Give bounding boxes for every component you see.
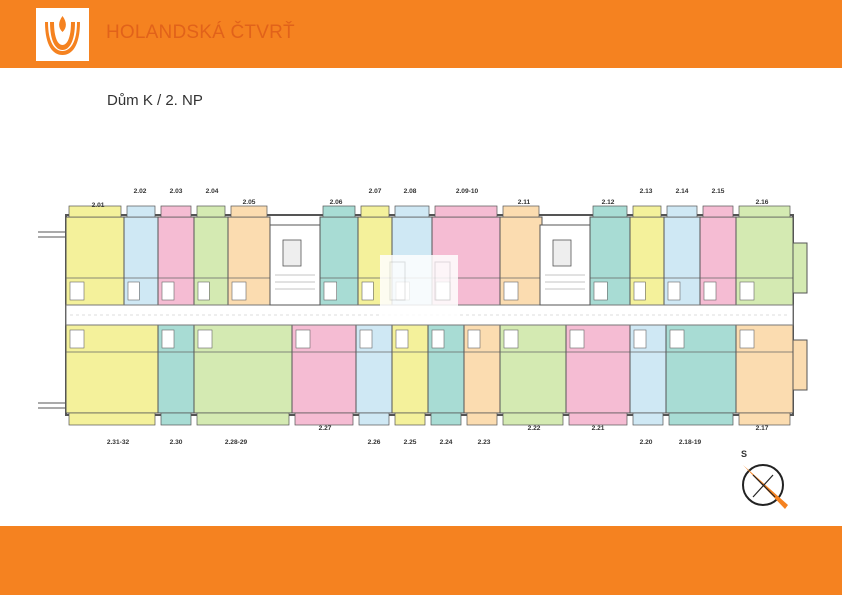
unit-top: [123, 205, 159, 306]
unit-label: 2.06: [330, 199, 343, 206]
unit-label: 2.12: [602, 199, 615, 206]
unit-top: [663, 205, 701, 306]
unit-top: [227, 205, 271, 306]
unit-label: 2.04: [206, 188, 219, 195]
unit-label: 2.25: [404, 439, 417, 446]
unit-bottom: [291, 324, 357, 426]
unit-bottom: [665, 324, 737, 426]
unit-label: 2.02: [134, 188, 147, 195]
unit-top: [589, 205, 631, 306]
unit-top: [735, 205, 794, 306]
stair-core-right: [539, 224, 591, 306]
unit-top: [157, 205, 195, 306]
unit-label: 2.15: [712, 188, 725, 195]
bottom-units: [65, 324, 808, 426]
unit-label: 2.08: [404, 188, 417, 195]
unit-top: [629, 205, 665, 306]
unit-label: 2.11: [518, 199, 531, 206]
unit-label: 2.21: [592, 425, 605, 432]
unit-label: 2.09-10: [456, 188, 479, 195]
unit-bottom: [391, 324, 429, 426]
unit-bottom: [463, 324, 501, 426]
unit-top: [319, 205, 359, 306]
compass-icon: S: [735, 447, 795, 512]
balcony: [792, 339, 808, 391]
unit-top: [193, 205, 229, 306]
unit-label: 2.28-29: [225, 439, 248, 446]
unit-label: 2.27: [319, 425, 332, 432]
unit-bottom: [355, 324, 393, 426]
unit-label: 2.26: [368, 439, 381, 446]
balcony: [792, 242, 808, 294]
unit-label: 2.14: [676, 188, 689, 195]
unit-label: 2.18-19: [679, 439, 702, 446]
stair-core-left: [269, 224, 321, 306]
page-title: Dům K / 2. NP: [107, 92, 203, 109]
unit-bottom: [499, 324, 567, 426]
unit-bottom: [735, 324, 794, 426]
unit-label: 2.13: [640, 188, 653, 195]
unit-bottom: [65, 324, 159, 426]
unit-label: 2.31-32: [107, 439, 130, 446]
unit-label: 2.03: [170, 188, 183, 195]
unit-bottom: [565, 324, 631, 426]
unit-label: 2.20: [640, 439, 653, 446]
unit-label: 2.01: [92, 202, 105, 209]
header-bar: [0, 0, 842, 68]
unit-bottom: [193, 324, 293, 426]
unit-label: 2.16: [756, 199, 769, 206]
unit-bottom: [157, 324, 195, 426]
unit-label: 2.05: [243, 199, 256, 206]
unit-label: 2.22: [528, 425, 541, 432]
unit-bottom: [629, 324, 667, 426]
footer-bar: [0, 526, 842, 595]
unit-top: [499, 205, 543, 306]
unit-bottom: [427, 324, 465, 426]
unit-top: [699, 205, 737, 306]
watermark-logo: [380, 255, 458, 323]
unit-top: [65, 205, 125, 306]
brand-title: HOLANDSKÁ ČTVRŤ: [106, 22, 295, 43]
unit-label: 2.30: [170, 439, 183, 446]
tulip-logo-icon: [36, 8, 89, 61]
unit-label: 2.23: [478, 439, 491, 446]
unit-label: 2.17: [756, 425, 769, 432]
unit-label: 2.24: [440, 439, 453, 446]
unit-label: 2.07: [369, 188, 382, 195]
compass-label: S: [741, 449, 747, 459]
